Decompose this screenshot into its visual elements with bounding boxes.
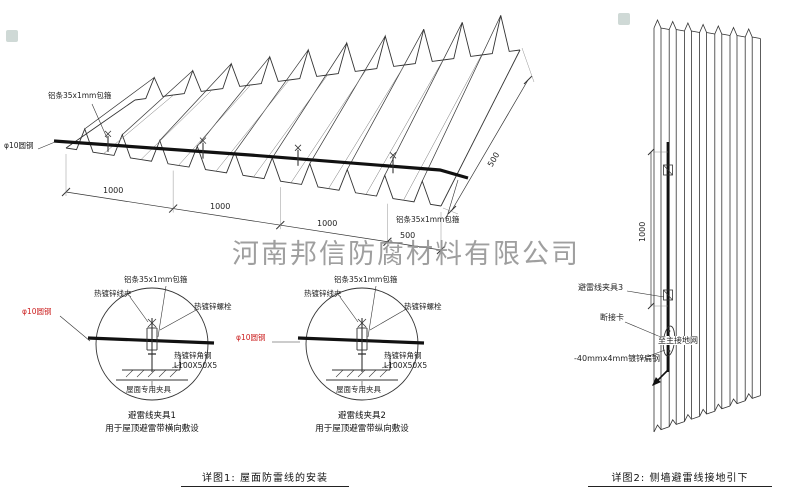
detail2-clamp-label: 热镀锌线夹 — [304, 289, 342, 298]
detail2-strip-label: 铝条35x1mm包箍 — [334, 275, 398, 284]
detail1-fixture-label: 屋面专用夹具 — [126, 385, 171, 394]
detail2-angle-spec: L100X50X5 — [384, 361, 428, 370]
stamp-mark-right — [618, 13, 630, 25]
detail1-clamp-label: 热镀锌线夹 — [94, 289, 132, 298]
wall-dim-1000: 1000 — [638, 221, 647, 242]
wall-to-ground-label: 至主接地网 — [657, 336, 699, 346]
detail2-subtitle: 用于屋顶避雷带纵向敷设 — [315, 424, 409, 434]
wall-flat-steel-label: -40mmx4mm镀锌扁钢 — [574, 354, 661, 363]
watermark: 河南邦信防腐材料有限公司 — [232, 239, 580, 270]
figure2-caption: 详图2: 侧墙避雷线接地引下 — [611, 473, 749, 484]
figure2-caption-rule — [588, 486, 772, 487]
detail2-fixture-label: 屋面专用夹具 — [336, 385, 381, 394]
figure1-caption-rule — [181, 486, 349, 487]
roof-strip-label-right: 铝条35x1mm包箍 — [396, 215, 460, 224]
roof-dim-1000-c: 1000 — [317, 219, 338, 228]
roof-dim-1000-b: 1000 — [210, 202, 231, 211]
detail1-angle-spec: L100X50X5 — [174, 361, 218, 370]
detail2-round-steel-label: φ10圆钢 — [236, 333, 266, 342]
detail2-title: 避雷线夹具2 — [338, 411, 386, 421]
detail2-angle-label: 热镀锌角钢 — [384, 351, 422, 360]
detail1-strip-label: 铝条35x1mm包箍 — [124, 275, 188, 284]
detail1-angle-label: 热镀锌角钢 — [174, 351, 212, 360]
roof-dim-500: 500 — [400, 231, 416, 240]
detail1-title: 避雷线夹具1 — [128, 411, 176, 421]
detail1-bolt-label: 热镀锌螺栓 — [194, 302, 232, 311]
detail1-round-steel-label: φ10圆钢 — [22, 307, 52, 316]
roof-strip-label-top: 铝条35x1mm包箍 — [48, 91, 112, 100]
detail1-subtitle: 用于屋顶避雷带横向敷设 — [105, 424, 199, 434]
detail2-bolt-label: 热镀锌螺栓 — [404, 302, 442, 311]
stamp-mark-left — [6, 30, 18, 42]
wall-disconnect-label: 断接卡 — [600, 313, 624, 322]
figure1-caption: 详图1: 屋面防雷线的安装 — [202, 473, 328, 484]
wall-clamp3-label: 避雷线夹具3 — [578, 283, 624, 292]
roof-dim-1000-a: 1000 — [103, 186, 124, 195]
roof-round-steel-label: φ10圆钢 — [4, 141, 34, 150]
